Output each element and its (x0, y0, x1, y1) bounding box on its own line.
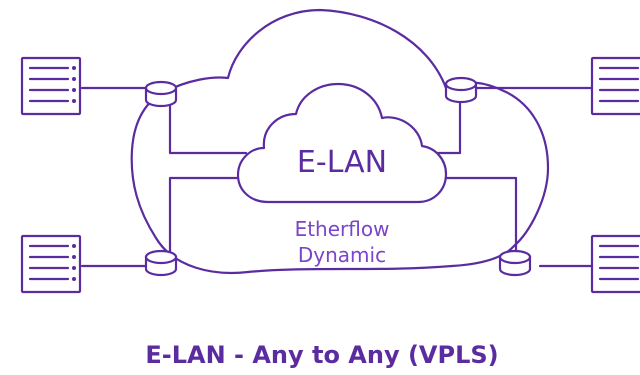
router-icon (444, 76, 478, 104)
link-top-right (416, 95, 462, 155)
link-bottom-right (428, 176, 518, 260)
outer-cloud-icon (130, 8, 550, 275)
service-name-line2: Dynamic (298, 243, 386, 267)
server-icon (20, 234, 82, 294)
server-icon (590, 234, 640, 294)
link-bottom-left (168, 176, 242, 260)
diagram-caption: E-LAN - Any to Any (VPLS) (145, 341, 498, 369)
router-icon (144, 80, 178, 108)
server-icon (20, 56, 82, 116)
server-icon (590, 56, 640, 116)
router-icon (144, 249, 178, 277)
router-icon (498, 249, 532, 277)
cloud-center-label: E-LAN (297, 145, 387, 180)
link-top-left (168, 95, 248, 155)
inner-cloud-icon (236, 82, 448, 204)
service-name-line1: Etherflow (295, 217, 390, 241)
